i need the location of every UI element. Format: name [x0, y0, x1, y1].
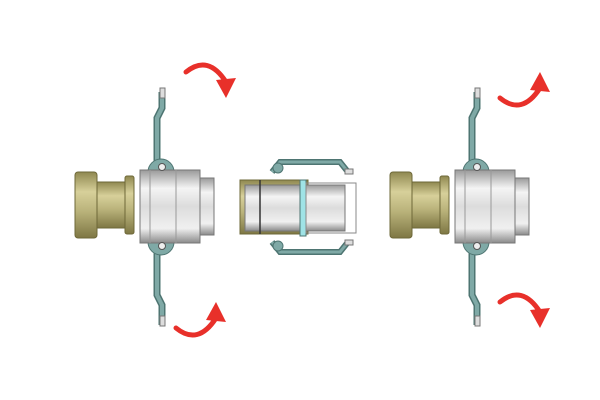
rotate-arrow-icon — [500, 72, 550, 105]
rotate-arrow-icon — [500, 295, 550, 328]
left-coupling-assembly — [75, 88, 214, 326]
rotate-arrow-icon — [186, 65, 236, 98]
rotate-arrow-icon — [176, 302, 226, 335]
coupler-with-adapter — [75, 88, 214, 326]
middle-coupler-cutaway — [239, 159, 357, 255]
coupler-with-adapter — [390, 88, 529, 326]
right-coupling-assembly — [390, 88, 529, 326]
